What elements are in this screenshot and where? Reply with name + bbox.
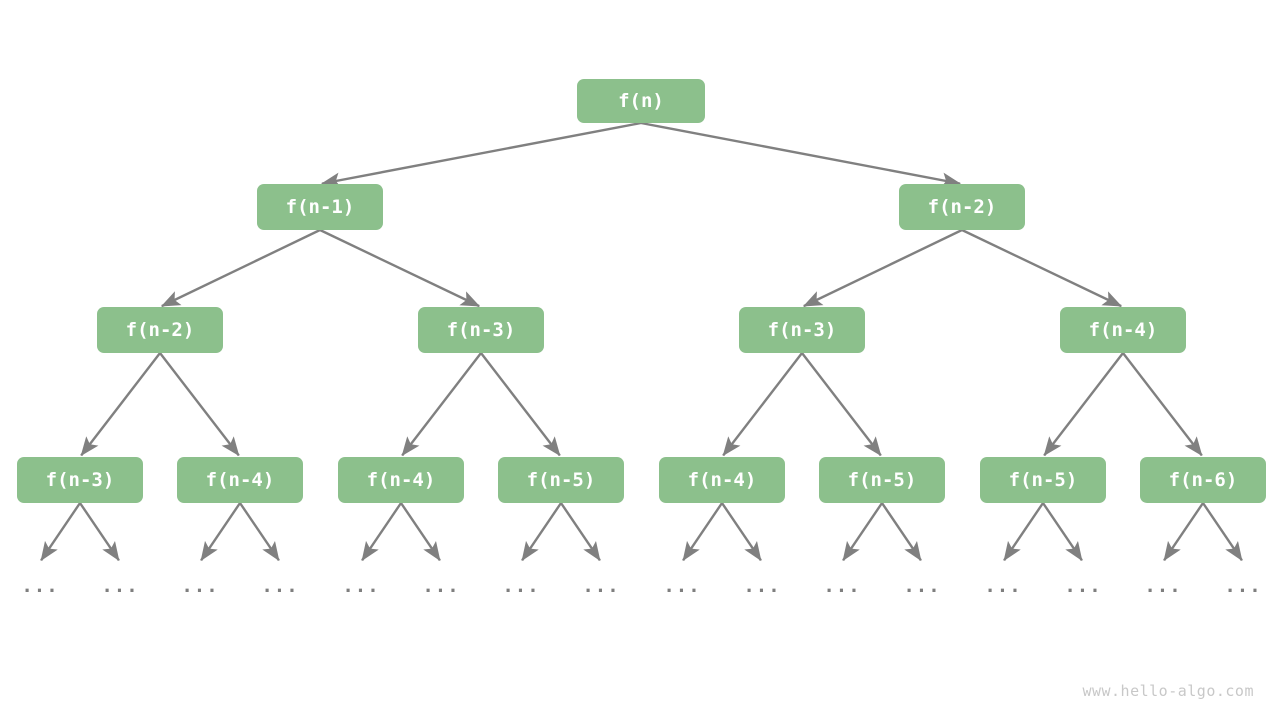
tree-node-n0: f(n) [577, 79, 705, 123]
edge-n2-to-n6 [961, 228, 1123, 308]
tree-node-n7: f(n-3) [17, 457, 143, 503]
ellipsis-e2: ... [181, 575, 219, 597]
edge-n7-to-e0 [40, 502, 81, 562]
ellipsis-e11: ... [903, 575, 941, 597]
edge-n6-to-n13 [1043, 352, 1124, 457]
tree-node-n8: f(n-4) [177, 457, 303, 503]
ellipsis-e0: ... [21, 575, 59, 597]
tree-node-n3: f(n-2) [97, 307, 223, 353]
edge-n14-to-e14 [1163, 502, 1204, 562]
tree-node-n5: f(n-3) [739, 307, 865, 353]
tree-node-n10: f(n-5) [498, 457, 624, 503]
tree-node-n9: f(n-4) [338, 457, 464, 503]
edge-n9-to-e4 [361, 502, 402, 562]
tree-node-n13: f(n-5) [980, 457, 1106, 503]
ellipsis-e8: ... [663, 575, 701, 597]
edge-n13-to-e12 [1003, 502, 1044, 562]
edge-n1-to-n4 [319, 228, 481, 308]
edge-n8-to-e3 [239, 502, 280, 562]
ellipsis-e5: ... [422, 575, 460, 597]
edge-n5-to-n12 [801, 352, 882, 457]
tree-node-n2: f(n-2) [899, 184, 1025, 230]
ellipsis-e9: ... [743, 575, 781, 597]
edge-n0-to-n1 [321, 121, 642, 188]
edge-n6-to-n14 [1122, 352, 1203, 457]
ellipsis-e10: ... [823, 575, 861, 597]
edge-n7-to-e1 [79, 502, 120, 562]
ellipsis-e7: ... [582, 575, 620, 597]
edge-n3-to-n8 [159, 352, 240, 457]
edge-n12-to-e11 [881, 502, 922, 562]
edge-n2-to-n5 [802, 228, 963, 308]
edge-n10-to-e6 [521, 502, 562, 562]
ellipsis-e3: ... [261, 575, 299, 597]
edge-n11-to-e9 [721, 502, 762, 562]
edge-n4-to-n9 [401, 352, 482, 457]
tree-node-n4: f(n-3) [418, 307, 544, 353]
ellipsis-e13: ... [1064, 575, 1102, 597]
edge-n9-to-e5 [400, 502, 441, 562]
edge-n11-to-e8 [682, 502, 723, 562]
edge-n13-to-e13 [1042, 502, 1083, 562]
tree-node-n6: f(n-4) [1060, 307, 1186, 353]
tree-node-n12: f(n-5) [819, 457, 945, 503]
edge-n5-to-n11 [722, 352, 803, 457]
ellipsis-e14: ... [1144, 575, 1182, 597]
edge-n3-to-n7 [80, 352, 161, 457]
edge-n0-to-n2 [640, 121, 961, 188]
edge-n8-to-e2 [200, 502, 241, 562]
ellipsis-e4: ... [342, 575, 380, 597]
tree-node-n1: f(n-1) [257, 184, 383, 230]
edge-n10-to-e7 [560, 502, 601, 562]
ellipsis-e12: ... [984, 575, 1022, 597]
edge-n1-to-n3 [160, 228, 321, 308]
edge-n12-to-e10 [842, 502, 883, 562]
ellipsis-e1: ... [101, 575, 139, 597]
watermark: www.hello-algo.com [1082, 682, 1254, 700]
tree-node-n14: f(n-6) [1140, 457, 1266, 503]
tree-node-n11: f(n-4) [659, 457, 785, 503]
ellipsis-e6: ... [502, 575, 540, 597]
ellipsis-e15: ... [1224, 575, 1262, 597]
edge-n14-to-e15 [1202, 502, 1243, 562]
edge-n4-to-n10 [480, 352, 561, 457]
